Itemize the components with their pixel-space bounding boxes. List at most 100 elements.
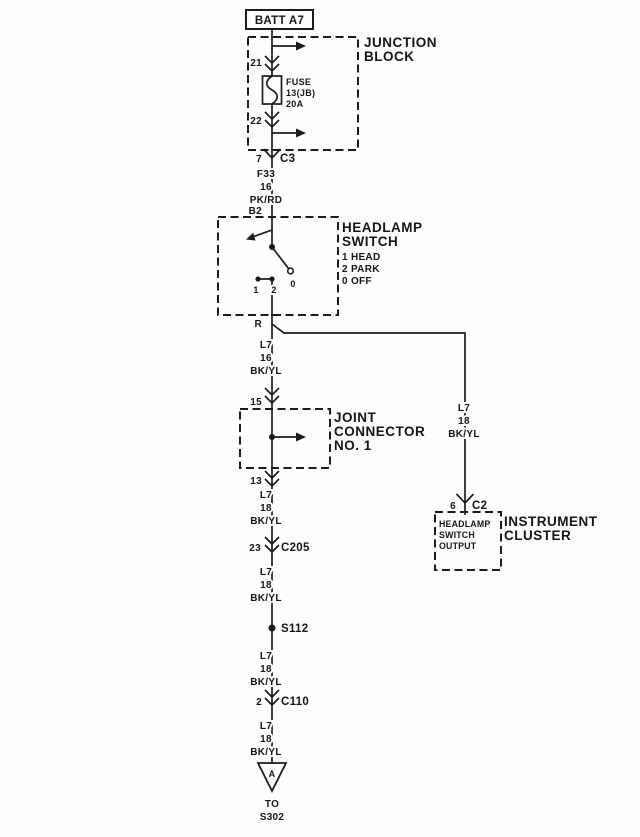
batt-a7-box — [245, 9, 314, 30]
joint-connector-box — [239, 408, 331, 469]
headlamp-switch-box — [217, 216, 339, 316]
connector-c2-label: C2 — [472, 500, 487, 512]
cluster-box-text-line3: OUTPUT — [439, 541, 477, 551]
switch-legend-head: 1 HEAD — [342, 252, 380, 263]
switch-contact-1-dot — [255, 276, 261, 282]
instrument-cluster-box — [434, 511, 502, 571]
wire-l7-16-circuit: L7 — [260, 340, 272, 351]
splice-s112-label: S112 — [281, 623, 308, 635]
junction-block-title-line1: JUNCTION — [364, 35, 437, 50]
offpage-to-label: TO — [265, 799, 279, 810]
switch-contact-2-label: 2 — [271, 285, 276, 295]
headlamp-switch-title-line2: SWITCH — [342, 234, 398, 249]
wire-l7-18a-circuit: L7 — [260, 490, 272, 501]
wire-l7-18c-color: BK/YL — [250, 677, 282, 688]
switch-pivot-dot — [269, 244, 275, 250]
wire-l7-18c-gauge: 18 — [260, 664, 272, 675]
inline-connector-15-symbol — [264, 387, 280, 405]
pin-15-label: 15 — [250, 397, 262, 408]
junction-block-title-line2: BLOCK — [364, 49, 415, 64]
chevron — [264, 470, 280, 480]
wire-l7-18b-gauge: 18 — [260, 580, 272, 591]
connector-c110-label: C110 — [281, 696, 309, 708]
chevron — [264, 55, 280, 65]
batt-a7-label: BATT A7 — [255, 15, 304, 27]
inline-connector-13-symbol — [264, 470, 280, 488]
pin-6-label: 6 — [450, 501, 456, 512]
wire-l7-18c-circuit: L7 — [260, 651, 272, 662]
cluster-box-text-line2: SWITCH — [439, 530, 475, 540]
pin-13-label: 13 — [250, 476, 262, 487]
chevron — [264, 478, 280, 488]
joint-connector-junction-dot — [269, 434, 275, 440]
symbols — [255, 55, 475, 794]
connector-c3-label: C3 — [280, 153, 295, 165]
joint-connector-title-line3: NO. 1 — [334, 438, 372, 453]
headlamp-switch-title-line1: HEADLAMP — [342, 220, 423, 235]
offpage-letter-label: A — [269, 769, 276, 779]
labels: BATT A7 JUNCTION BLOCK 21 FUSE 13(JB) 20… — [248, 15, 598, 823]
joint-connector-title-line1: JOINT — [334, 410, 377, 425]
chevron — [264, 387, 280, 397]
pin-7-label: 7 — [256, 154, 262, 165]
wire-l7-16-gauge: 16 — [260, 353, 272, 364]
switch-legend-off: 0 OFF — [342, 276, 372, 287]
boxes — [217, 9, 502, 571]
pin-21-label: 21 — [250, 58, 262, 69]
cluster-box-text-line1: HEADLAMP — [439, 519, 490, 529]
wire-l7-18b-color: BK/YL — [250, 593, 282, 604]
connector-c205-symbol — [264, 536, 280, 554]
wire-l7-18d-gauge: 18 — [260, 734, 272, 745]
switch-legend-park: 2 PARK — [342, 264, 380, 275]
connector-c205-label: C205 — [281, 542, 310, 554]
arrowhead-feed-bottom — [296, 128, 306, 138]
wire-f33-circuit: F33 — [257, 169, 275, 180]
wire-l7-18a-gauge: 18 — [260, 503, 272, 514]
arrowhead-switch-feed — [246, 232, 256, 241]
wire-l7-18b-circuit: L7 — [260, 567, 272, 578]
connector-c3-symbol — [262, 148, 282, 160]
instrument-cluster-title-line2: CLUSTER — [504, 528, 571, 543]
pin-22-label: 22 — [250, 116, 262, 127]
pin-23-label: 23 — [249, 543, 261, 554]
arrowhead-feed-top — [296, 41, 306, 51]
splice-s112-dot — [268, 624, 276, 632]
switch-wiper-tip — [286, 267, 295, 275]
chevron — [264, 689, 280, 699]
wire-f33-gauge: 16 — [260, 182, 272, 193]
chevron — [264, 536, 280, 546]
chevron — [264, 544, 280, 554]
wire-f33-color: PK/RD — [250, 195, 283, 206]
chevron — [264, 63, 280, 73]
branch-wire-color: BK/YL — [448, 429, 480, 440]
pin-b2-label: B2 — [249, 206, 263, 217]
fuse-label-line1: FUSE — [286, 77, 311, 87]
instrument-cluster-title-line1: INSTRUMENT — [504, 514, 598, 529]
chevron — [264, 119, 280, 129]
branch-wire-gauge: 18 — [458, 416, 470, 427]
fuse-element — [265, 75, 279, 105]
switch-contact-1-label: 1 — [253, 285, 258, 295]
inline-connector-22-symbol — [264, 111, 280, 129]
connector-c2-symbol — [455, 493, 475, 505]
arrowhead-joint-feed — [296, 432, 306, 442]
fuse-label-line2: 13(JB) — [286, 88, 315, 98]
junction-block-box — [247, 36, 359, 151]
connector-c110-symbol — [264, 689, 280, 707]
switch-contact-2-dot — [269, 276, 275, 282]
switch-contact-0-label: 0 — [290, 279, 295, 289]
wire-l7-16-color: BK/YL — [250, 366, 282, 377]
chevron — [264, 697, 280, 707]
offpage-s302-label: S302 — [260, 812, 285, 823]
wire-branch-to-cluster — [270, 322, 466, 515]
pin-r-label: R — [254, 319, 262, 330]
joint-connector-title-line2: CONNECTOR — [334, 424, 425, 439]
fuse-symbol — [261, 75, 283, 105]
fuse-label-line3: 20A — [286, 99, 304, 109]
chevron — [264, 395, 280, 405]
inline-connector-21-symbol — [264, 55, 280, 73]
wire-l7-18a-color: BK/YL — [250, 516, 282, 527]
